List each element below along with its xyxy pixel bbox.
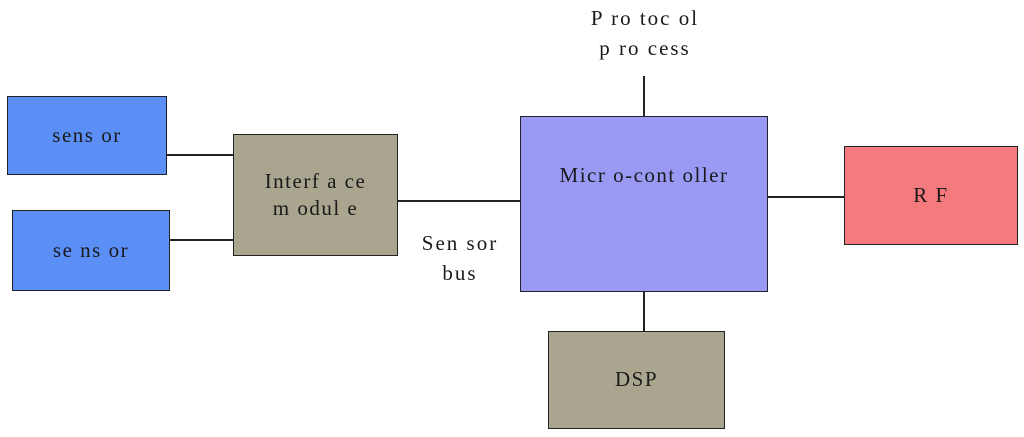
connector-interface-micro — [397, 200, 520, 202]
connector-micro-rf — [767, 196, 844, 198]
sensor-bus-line1: Sen sor — [421, 231, 499, 255]
micro-controller-box: Micr o-cont oller — [520, 116, 768, 292]
sensor-box-2: se ns or — [12, 210, 170, 291]
dsp-label: DSP — [614, 367, 659, 392]
micro-controller-label: Micr o-cont oller — [559, 163, 729, 188]
rf-box: R F — [844, 146, 1018, 245]
sensor-1-label: sens or — [52, 122, 122, 147]
sensor-box-1: sens or — [7, 96, 167, 175]
interface-label-line2: m odul e — [272, 196, 359, 220]
sensor-2-label: se ns or — [52, 237, 130, 262]
dsp-box: DSP — [548, 331, 725, 429]
connector-protocol-micro — [643, 76, 645, 116]
sensor-bus-line2: bus — [442, 261, 478, 286]
connector-micro-dsp — [643, 291, 645, 331]
connector-sensor1-interface — [167, 154, 233, 156]
protocol-line1: P ro toc ol — [590, 6, 700, 30]
interface-module-box: Interf a ce m odul e — [233, 134, 398, 256]
connector-sensor2-interface — [169, 239, 233, 241]
rf-label: R F — [913, 182, 949, 207]
interface-label-line1: Interf a ce — [264, 168, 367, 193]
protocol-process-label: P ro toc ol p ro cess — [560, 3, 730, 64]
protocol-line2: p ro cess — [599, 36, 691, 61]
sensor-bus-label: Sen sor bus — [404, 228, 516, 289]
